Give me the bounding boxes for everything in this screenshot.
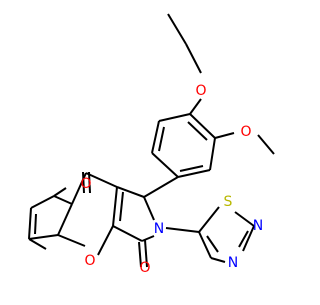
bond	[189, 98, 202, 115]
bond	[198, 206, 220, 233]
atom-label-o-lactam: O	[139, 260, 150, 276]
bond	[185, 43, 202, 74]
bond	[151, 152, 179, 178]
bond	[116, 186, 145, 198]
bond	[198, 231, 212, 259]
bond	[234, 211, 255, 227]
bond	[210, 257, 226, 263]
bond	[34, 213, 37, 235]
bond	[158, 113, 191, 122]
bond	[177, 169, 211, 178]
bond	[151, 120, 160, 154]
bond	[119, 191, 124, 222]
bond	[82, 171, 85, 194]
bond	[179, 165, 204, 172]
bond	[53, 195, 73, 205]
bond	[71, 172, 87, 205]
bond	[141, 235, 155, 242]
bond	[28, 207, 32, 240]
bond	[30, 195, 55, 209]
atom-label-o-ring: O	[84, 253, 95, 269]
atom-label-o-ketone: O	[80, 176, 91, 192]
bond	[28, 238, 47, 250]
atom-label-n-thiadiazole-2: N	[253, 218, 263, 234]
atom-label-n-thiadiazole-1: N	[228, 255, 238, 271]
bond	[158, 126, 165, 152]
bond-lines	[28, 13, 275, 268]
bond	[242, 225, 255, 252]
molecule-structure-canvas: O O O O O N S N N	[28, 13, 275, 276]
atom-label-o-ether: O	[195, 83, 206, 99]
bond	[187, 121, 208, 141]
bond	[138, 241, 142, 268]
bond	[238, 230, 249, 248]
bond	[143, 196, 155, 221]
bond	[209, 137, 216, 171]
bond	[144, 239, 148, 268]
bond	[206, 235, 219, 253]
atom-labels: O O O O O N S N N	[80, 83, 263, 276]
bond	[112, 186, 118, 227]
bond	[165, 227, 200, 233]
bond	[53, 187, 67, 197]
bond	[57, 203, 73, 236]
bond	[85, 172, 118, 188]
bond	[257, 134, 275, 155]
bond	[189, 113, 216, 139]
bond	[57, 234, 86, 247]
atom-label-n-pyrrole: N	[154, 221, 164, 237]
atom-label-o-methoxy: O	[240, 124, 251, 140]
bond	[214, 132, 235, 139]
bond	[97, 225, 114, 256]
atom-label-s-thiadiazole: S	[224, 194, 233, 210]
bond	[88, 171, 91, 194]
bond	[143, 176, 179, 198]
molecule-structure: O O O O O N S N N	[28, 13, 275, 276]
bond	[112, 225, 143, 242]
bond	[167, 13, 187, 45]
bond	[28, 234, 59, 240]
